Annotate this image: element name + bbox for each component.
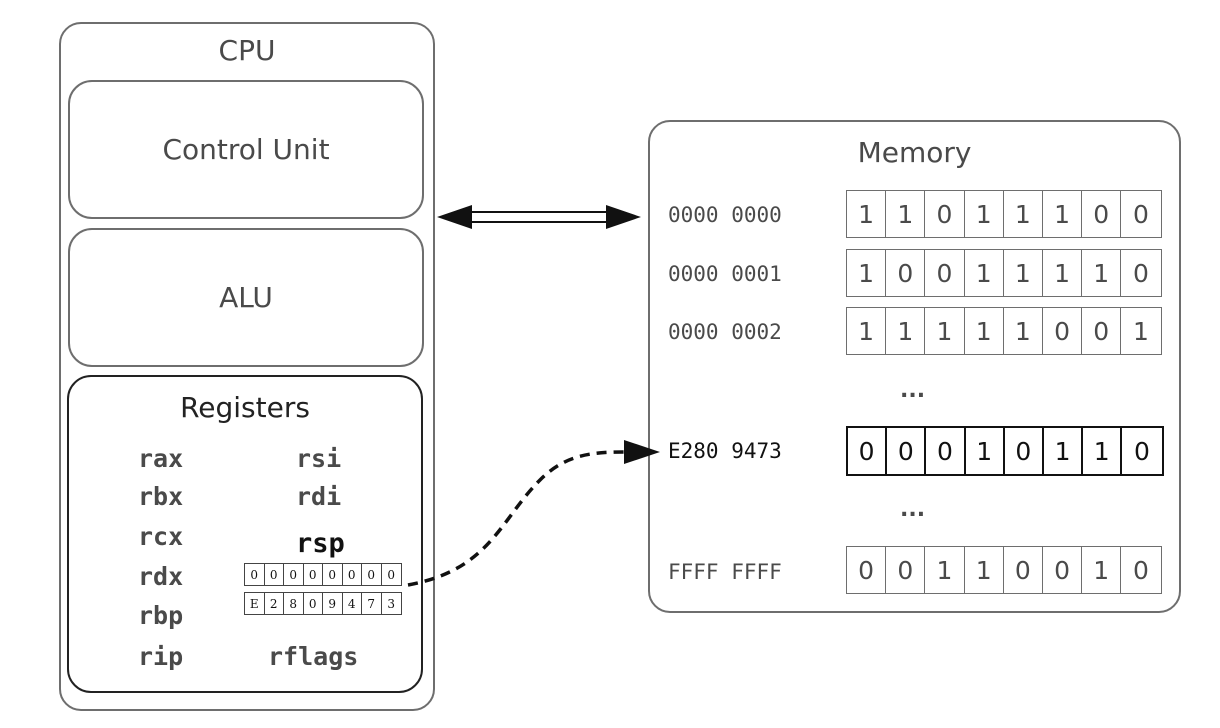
register-rdx: rdx [138, 562, 184, 591]
memory-bit: 0 [1004, 547, 1043, 593]
memory-bit: 1 [1004, 191, 1043, 237]
rsp-cell: E [245, 593, 265, 614]
register-rbp: rbp [138, 601, 184, 630]
memory-bit: 0 [1082, 191, 1122, 237]
memory-bit: 1 [847, 191, 887, 237]
memory-row: 1 0 0 1 1 1 1 0 [846, 249, 1162, 297]
memory-bit: 0 [847, 547, 887, 593]
memory-bit: 1 [925, 547, 965, 593]
memory-bit: 0 [1043, 308, 1083, 354]
cpu-title: CPU [218, 34, 276, 67]
register-rsp: rsp [296, 528, 345, 559]
memory-bit: 0 [925, 250, 965, 296]
memory-bit: 1 [1082, 250, 1122, 296]
memory-bit: 1 [965, 308, 1004, 354]
memory-address: 0000 0000 [668, 203, 782, 227]
memory-ellipsis: ... [900, 378, 926, 403]
memory-bit: 0 [1082, 308, 1122, 354]
memory-bit: 1 [1082, 547, 1122, 593]
memory-bit: 1 [886, 191, 926, 237]
rsp-value-low: E 2 8 0 9 4 7 3 [244, 592, 402, 615]
memory-bit: 0 [1132, 258, 1149, 288]
rsp-cell: 0 [343, 564, 362, 585]
rsp-cell: 0 [323, 564, 343, 585]
memory-address: FFFF FFFF [668, 560, 782, 584]
memory-bit: 1 [847, 250, 887, 296]
memory-bit: 1 [965, 191, 1004, 237]
memory-bit: 1 [1132, 316, 1149, 346]
register-rbx: rbx [138, 482, 184, 511]
bus-arrowhead-right [606, 205, 641, 229]
pointer-dashed-arrow [407, 440, 660, 587]
register-rip: rip [138, 642, 184, 671]
memory-bit: 1 [1004, 308, 1043, 354]
rsp-cell: 0 [304, 564, 323, 585]
memory-bit: 1 [1004, 250, 1043, 296]
rsp-cell: 7 [362, 593, 382, 614]
alu-box: ALU [68, 228, 424, 367]
register-rax: rax [138, 444, 184, 473]
rsp-cell: 0 [265, 564, 284, 585]
rsp-cell: 0 [284, 564, 304, 585]
memory-bit: 1 [847, 308, 887, 354]
rsp-value-high: 0 0 0 0 0 0 0 0 [244, 563, 402, 586]
memory-bit: 1 [925, 308, 965, 354]
memory-address-highlight: E280 9473 [668, 439, 782, 463]
memory-ellipsis: ... [900, 497, 926, 522]
rsp-cell: 2 [265, 593, 284, 614]
rsp-cell: 9 [323, 593, 343, 614]
memory-bit: 1 [1043, 191, 1083, 237]
memory-address: 0000 0002 [668, 320, 782, 344]
memory-address: 0000 0001 [668, 262, 782, 286]
memory-bit: 0 [1005, 428, 1044, 474]
memory-bit: 0 [886, 547, 926, 593]
rsp-cell: 0 [387, 567, 396, 582]
memory-bit: 0 [925, 191, 965, 237]
register-rcx: rcx [138, 522, 184, 551]
memory-bit: 1 [886, 308, 926, 354]
memory-row-highlight: 0 0 0 1 0 1 1 0 [846, 426, 1164, 476]
memory-bit: 1 [1044, 428, 1084, 474]
memory-bit: 0 [886, 250, 926, 296]
memory-bit: 1 [965, 547, 1004, 593]
memory-bit: 0 [887, 428, 927, 474]
bus-double-arrow [437, 205, 641, 229]
pointer-arrowhead [624, 440, 660, 464]
memory-bit: 0 [1132, 555, 1149, 585]
rsp-cell: 3 [387, 596, 396, 611]
memory-row: 0 0 1 1 0 0 1 0 [846, 546, 1162, 594]
memory-bit: 0 [1043, 547, 1083, 593]
control-unit-box: Control Unit [68, 80, 424, 219]
memory-bit: 1 [965, 250, 1004, 296]
memory-title: Memory [857, 136, 972, 169]
rsp-cell: 0 [304, 593, 323, 614]
register-rsi: rsi [296, 444, 342, 473]
memory-bit: 0 [848, 428, 888, 474]
register-rdi: rdi [296, 482, 342, 511]
memory-bit: 0 [1132, 199, 1149, 229]
memory-row: 1 1 1 1 1 0 0 1 [846, 307, 1162, 355]
rsp-cell: 8 [284, 593, 304, 614]
memory-bit: 0 [1133, 436, 1150, 466]
rsp-cell: 0 [362, 564, 382, 585]
memory-bit: 1 [1043, 250, 1083, 296]
control-unit-label: Control Unit [162, 133, 330, 166]
register-rflags: rflags [268, 642, 359, 671]
memory-bit: 1 [1083, 428, 1123, 474]
alu-label: ALU [219, 281, 273, 314]
registers-title: Registers [180, 391, 310, 424]
memory-bit: 1 [966, 428, 1005, 474]
rsp-cell: 4 [343, 593, 362, 614]
memory-box: Memory [648, 120, 1181, 613]
rsp-cell: 0 [245, 564, 265, 585]
memory-row: 1 1 0 1 1 1 0 0 [846, 190, 1162, 238]
bus-arrowhead-left [437, 205, 472, 229]
registers-box: Registers [67, 375, 423, 693]
memory-bit: 0 [926, 428, 966, 474]
